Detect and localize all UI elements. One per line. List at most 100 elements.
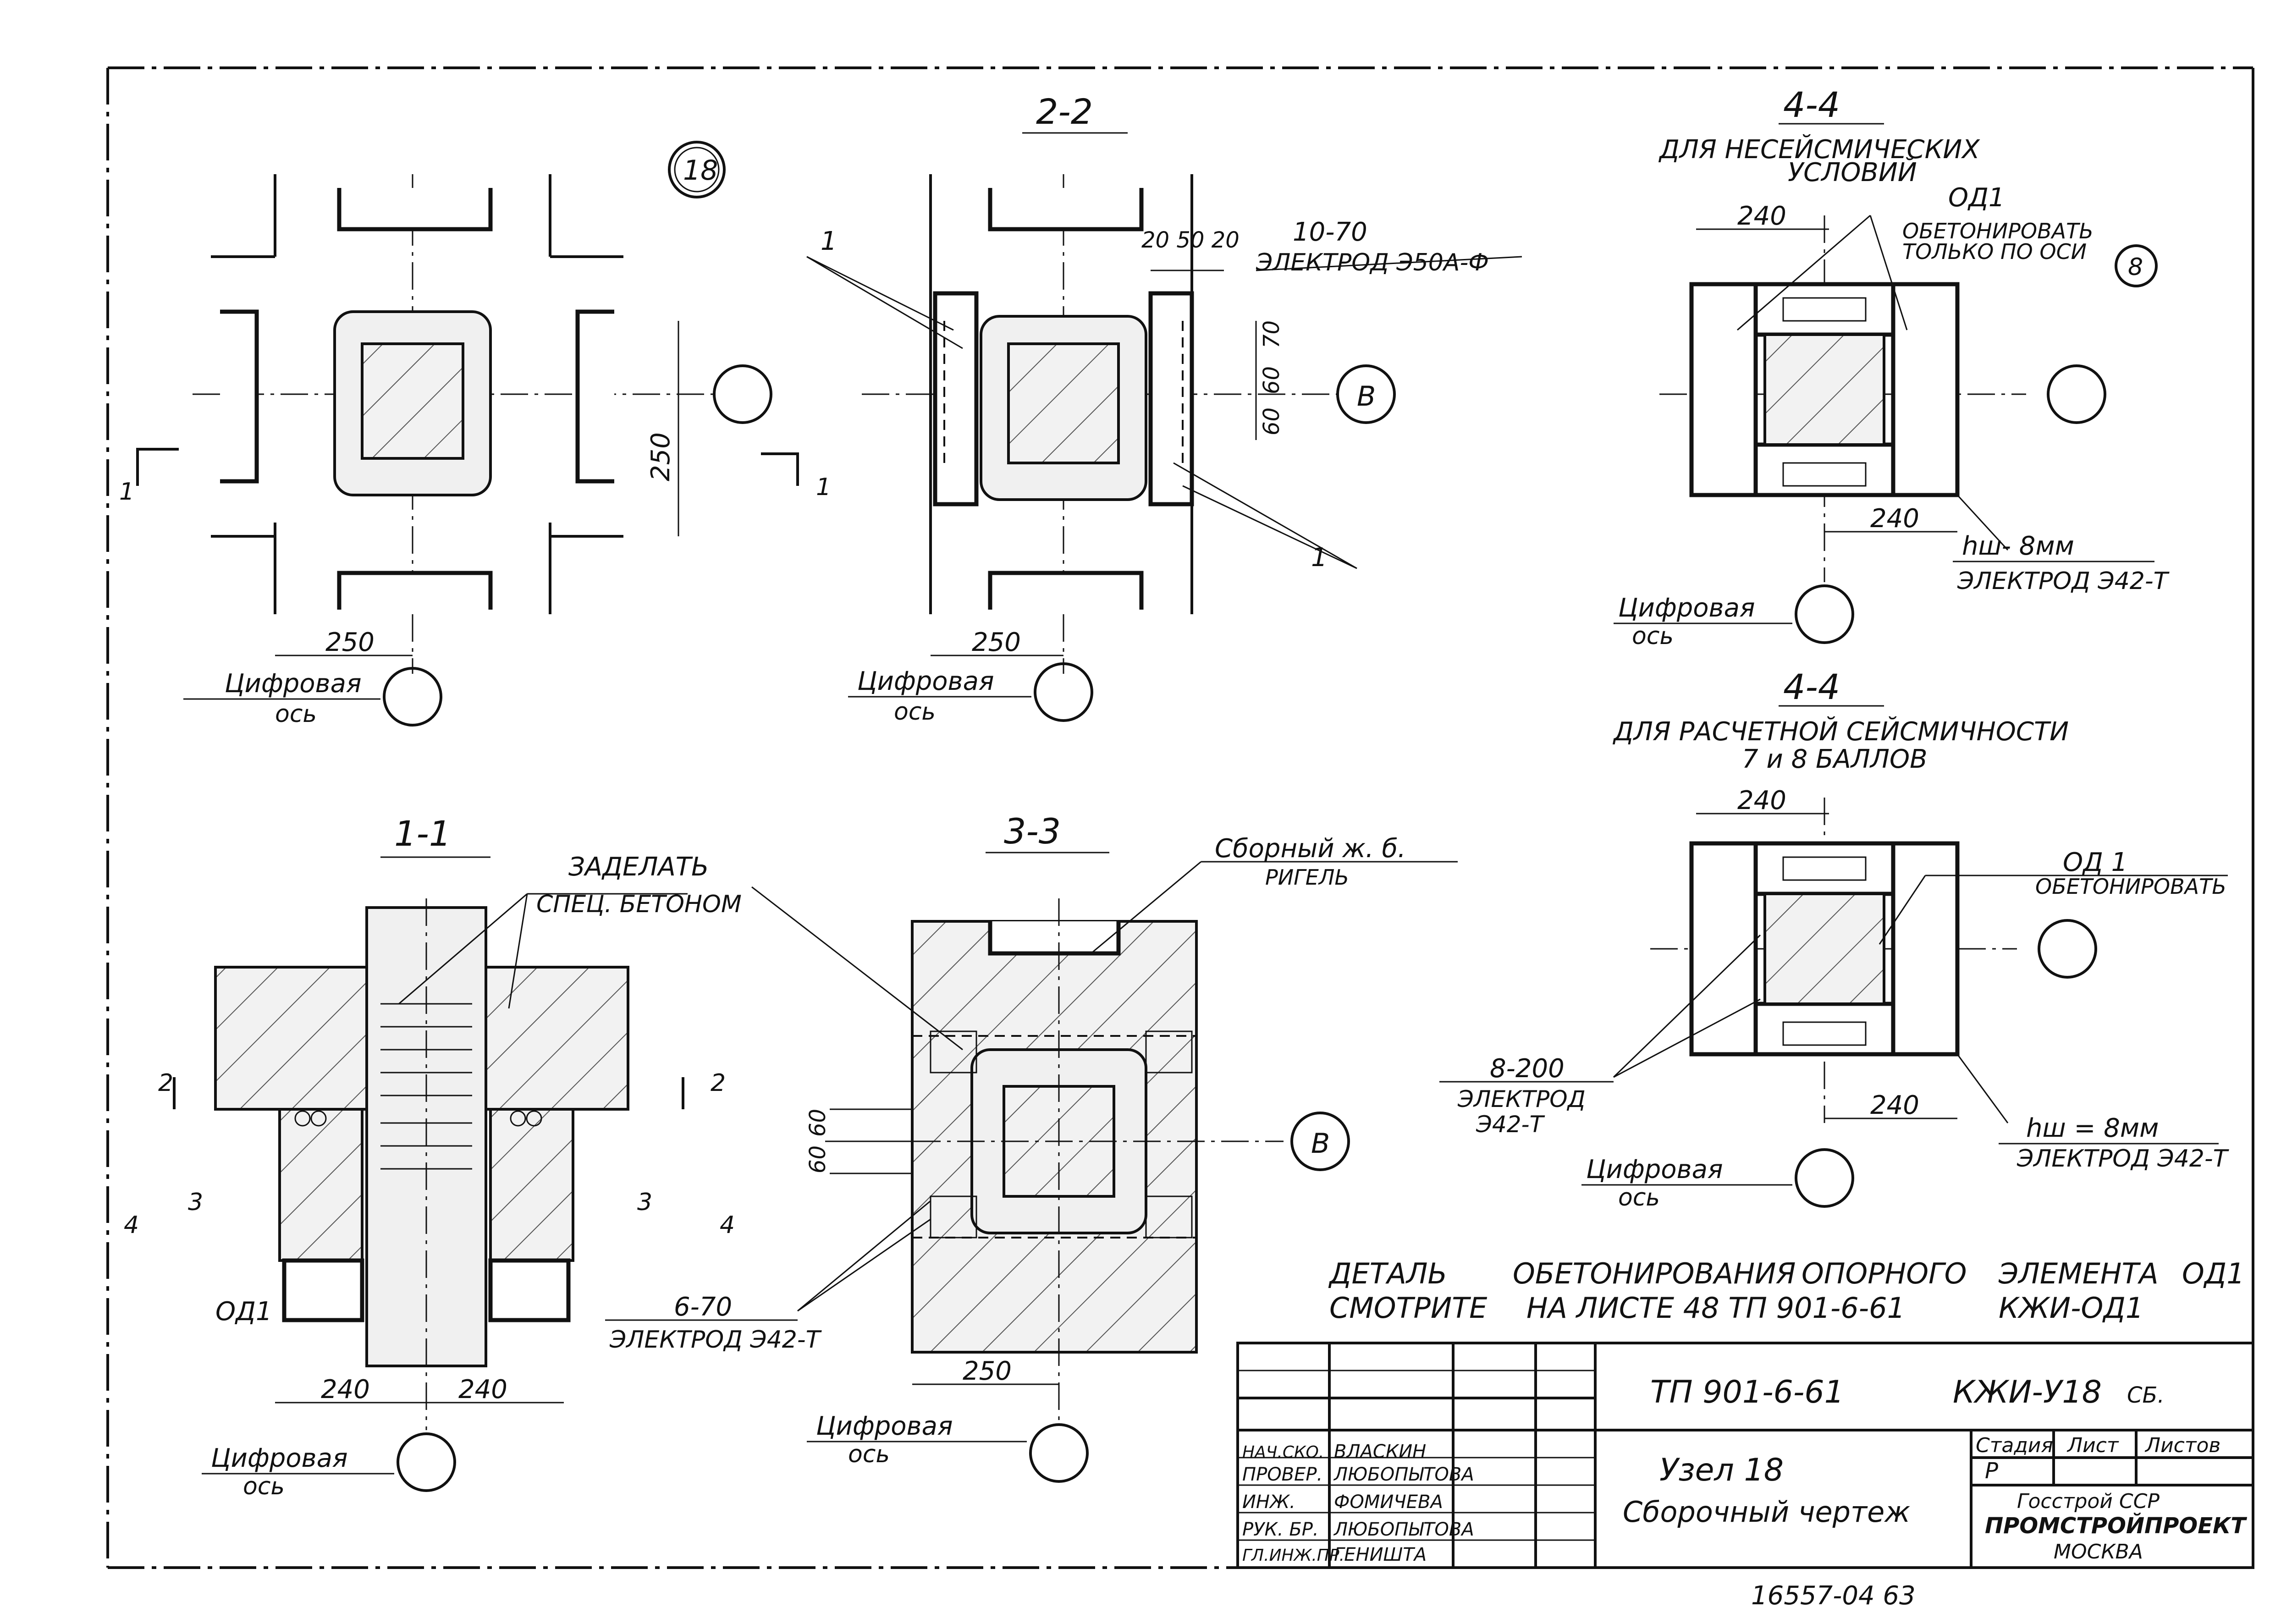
detail-note-1a: ДЕТАЛЬ (1328, 1257, 1447, 1290)
section-4-4a-axis-badge-mark: 8 (2128, 253, 2143, 281)
section-2-2-dim-side-3: 60 (1259, 407, 1284, 435)
section-3-3-axis-sub: ось (848, 1441, 890, 1468)
plan-dim-side: 250 (646, 432, 676, 481)
section-3-3-axis-mark: В (1311, 1128, 1330, 1160)
section-4-4a-note-1: ОБЕТОНИРОВАТЬ (1902, 219, 2094, 243)
section-2-2 (806, 132, 1522, 674)
detail-note-1d: ЭЛЕМЕНТА (1998, 1257, 2159, 1290)
section-4-4b-weld: hш = 8мм (2026, 1113, 2159, 1143)
section-1-1-title: 1-1 (394, 813, 451, 854)
section-4-4b-subtitle-2: 7 и 8 БАЛЛОВ (1742, 744, 1928, 774)
detail-note-1c: ОПОРНОГО (1802, 1257, 1967, 1290)
section-4-4b-electrode: ЭЛЕКТРОД Э42-Т (2017, 1145, 2230, 1173)
section-2-2-note-electrode: ЭЛЕКТРОД Э50А-Ф (1256, 249, 1489, 276)
section-4-4b-digital-axis-circle (1795, 1148, 1854, 1208)
title-block-col-sheet: Лист (2066, 1434, 2119, 1457)
section-4-4a-subtitle-1: ДЛЯ НЕСЕЙСМИЧЕСКИХ (1658, 135, 1980, 165)
detail-note-2a: СМОТРИТЕ (1329, 1291, 1488, 1325)
title-block-signer-name-2: ФОМИЧЕВА (1334, 1492, 1443, 1513)
section-2-2-marker-top: 1 (821, 226, 837, 256)
section-4-4a-axis-sub: ось (1632, 622, 1674, 650)
detail-note-1e: ОД1 (2182, 1257, 2245, 1290)
title-block-signer-role-5: НАЧ.СКО. (1242, 1443, 1324, 1462)
section-1-1-cut-4-right: 4 (720, 1211, 735, 1239)
title-block-archive: 16557-04 63 (1751, 1581, 1916, 1611)
section-2-2-marker-bottom: 1 (1311, 543, 1328, 573)
plan-cut-mark-right: 1 (816, 473, 831, 501)
title-block-signer-name-3: ЛЮБОПЫТОВА (1333, 1519, 1474, 1540)
section-4-4b-axis-label: Цифровая (1586, 1155, 1723, 1184)
section-3-3-title: 3-3 (1004, 811, 1061, 852)
section-4-4a-element: ОД1 (1948, 183, 2005, 213)
section-4-4a-dim-bottom: 240 (1870, 504, 1919, 534)
section-4-4a-weld: hш- 8мм (1962, 531, 2074, 561)
title-block-title-1: Узел 18 (1659, 1452, 1784, 1488)
title-block-signer-role-3: РУК. БР. (1242, 1519, 1319, 1540)
title-block-signer-role-1: ПРОВЕР. (1242, 1464, 1322, 1485)
title-block-project: ТП 901-6-61 (1650, 1374, 1844, 1410)
section-4-4a-axis-circle (2047, 364, 2106, 424)
section-2-2-dim-side-2: 60 (1259, 366, 1284, 394)
section-1-1-cut-4-left: 4 (124, 1211, 139, 1239)
section-2-2-axis-sub: ось (894, 698, 936, 726)
section-3-3-dim-side-1: 60 (805, 1109, 831, 1137)
title-block-signer-role-4: ГЛ.ИНЖ.ПР. (1242, 1546, 1344, 1565)
section-1-1-axis-label: Цифровая (211, 1443, 348, 1473)
section-3-3-axis-label: Цифровая (816, 1411, 953, 1441)
section-4-4a-digital-axis-circle (1795, 584, 1854, 644)
section-4-4b-rod-electrode-2: Э42-Т (1476, 1111, 1545, 1138)
section-2-2-dim-side-1: 70 (1259, 320, 1284, 348)
plan-axis-sub: ось (275, 700, 317, 728)
title-block-col-sheets: Листов (2144, 1434, 2220, 1457)
sheet-frame (106, 66, 2254, 1569)
section-2-2-title: 2-2 (1036, 91, 1093, 132)
detail-note-1b: ОБЕТОНИРОВАНИЯ (1513, 1257, 1796, 1290)
section-3-3-note-1: Сборный ж. б. (1215, 834, 1406, 864)
section-4-4-seismic (1613, 705, 2035, 1123)
title-block-org-1: Госстрой ССР (2017, 1490, 2160, 1513)
section-1-1-cut-3-right: 3 (637, 1189, 652, 1216)
section-4-4a-subtitle-2: УСЛОВИЙ (1788, 158, 1917, 187)
section-4-4a-title: 4-4 (1783, 84, 1840, 125)
title-block (1236, 1342, 2254, 1569)
title-block-org-2: ПРОМСТРОЙПРОЕКТ (1985, 1513, 2247, 1539)
section-3-3-digital-axis-circle (1029, 1423, 1089, 1483)
section-2-2-axis-label: Цифровая (857, 666, 994, 696)
section-3-3-electrode: ЭЛЕКТРОД Э42-Т (609, 1326, 822, 1354)
detail-note-2c: КЖИ-ОД1 (1999, 1291, 2143, 1325)
section-1-1-dim-left: 240 (321, 1375, 370, 1404)
plan-cut-arrow-left (136, 448, 179, 486)
section-4-4b-dim-top: 240 (1737, 786, 1786, 815)
section-1-1-note-2: СПЕЦ. БЕТОНОМ (536, 891, 742, 918)
plan-axis-circle (713, 364, 772, 424)
section-1-1-cut-3-left: 3 (188, 1189, 203, 1216)
section-1-1-axis-sub: ось (243, 1473, 285, 1500)
section-4-4b-axis-circle (2038, 919, 2097, 979)
title-block-col-stage: Стадия (1976, 1434, 2053, 1457)
section-4-4b-note: ОБЕТОНИРОВАТЬ (2035, 874, 2226, 899)
section-1-1 (173, 856, 688, 1430)
section-1-1-dim-right: 240 (458, 1375, 507, 1404)
section-4-4a-dim-top: 240 (1737, 201, 1786, 231)
title-block-stage-value: Р (1985, 1458, 1998, 1484)
title-block-signer-role-2: ИНЖ. (1242, 1492, 1295, 1513)
plan-digital-axis-circle (383, 667, 442, 727)
section-3-3-dim-side-2: 60 (805, 1145, 831, 1173)
plan-dim-bottom: 250 (325, 628, 375, 657)
section-4-4b-element: ОД 1 (2063, 848, 2127, 877)
section-4-4b-rod-electrode-1: ЭЛЕКТРОД (1457, 1086, 1586, 1112)
section-4-4a-axis-badge (2115, 244, 2158, 287)
section-3-3-note-2: РИГЕЛЬ (1265, 865, 1349, 890)
section-2-2-note-rod: 10-70 (1293, 217, 1367, 247)
section-4-4b-title: 4-4 (1783, 666, 1840, 707)
title-block-title-2: Сборочный чертеж (1623, 1495, 1910, 1529)
section-1-1-digital-axis-circle (397, 1432, 456, 1492)
plan-cut-mark-left: 1 (119, 478, 134, 506)
plan-cut-arrow-right (761, 452, 799, 486)
section-4-4a-electrode: ЭЛЕКТРОД Э42-Т (1957, 567, 2170, 595)
section-4-4a-note-2: ТОЛЬКО ПО ОСИ (1902, 239, 2087, 264)
node-badge: 18 (668, 141, 726, 198)
title-block-signer-name-1: ЛЮБОПЫТОВА (1333, 1464, 1474, 1485)
title-block-sheet-code-suffix: СБ. (2127, 1382, 2165, 1408)
